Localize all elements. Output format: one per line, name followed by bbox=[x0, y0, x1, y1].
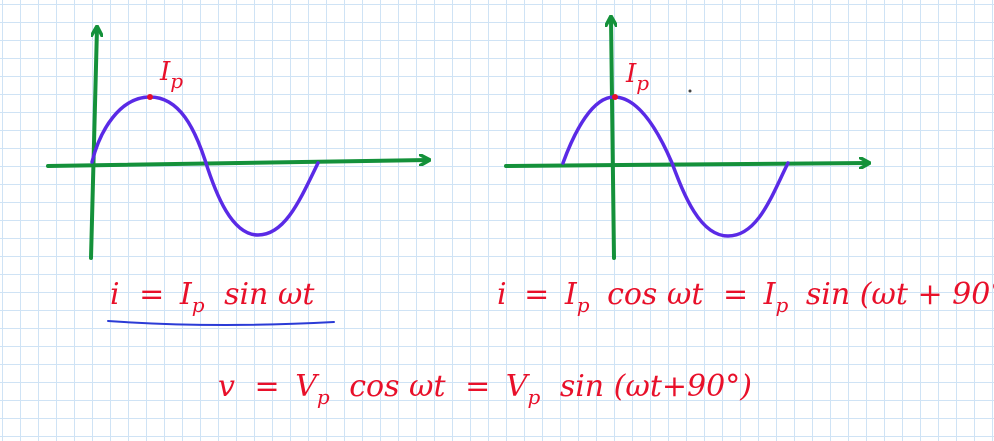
equation-2-text: i = Ip cos ωt = Ip sin (ωt + 90°) bbox=[497, 277, 994, 320]
right-graph: Ip bbox=[504, 18, 868, 260]
equation-3-text: v = Vp cos ωt = Vp sin (ωt+90°) bbox=[218, 369, 752, 412]
equation-1-underline bbox=[107, 320, 335, 326]
left-peak-marker bbox=[147, 94, 153, 100]
right-cosine-curve bbox=[561, 95, 790, 238]
equation-current-sine: i = Ip sin ωt bbox=[107, 277, 335, 326]
right-y-axis bbox=[611, 18, 614, 260]
stray-dot bbox=[688, 89, 692, 93]
left-x-axis bbox=[46, 160, 428, 168]
right-peak-marker bbox=[612, 94, 618, 100]
left-peak-label: Ip bbox=[159, 57, 183, 93]
equation-1-text: i = Ip sin ωt bbox=[110, 277, 315, 320]
left-graph: Ip bbox=[46, 28, 428, 260]
equation-voltage: v = Vp cos ωt = Vp sin (ωt+90°) bbox=[218, 369, 752, 412]
right-x-axis bbox=[504, 163, 868, 166]
right-peak-label: Ip bbox=[625, 59, 649, 95]
equation-current-cosine: i = Ip cos ωt = Ip sin (ωt + 90°) bbox=[497, 277, 994, 320]
left-sine-curve bbox=[90, 95, 320, 237]
left-y-axis bbox=[89, 28, 97, 260]
